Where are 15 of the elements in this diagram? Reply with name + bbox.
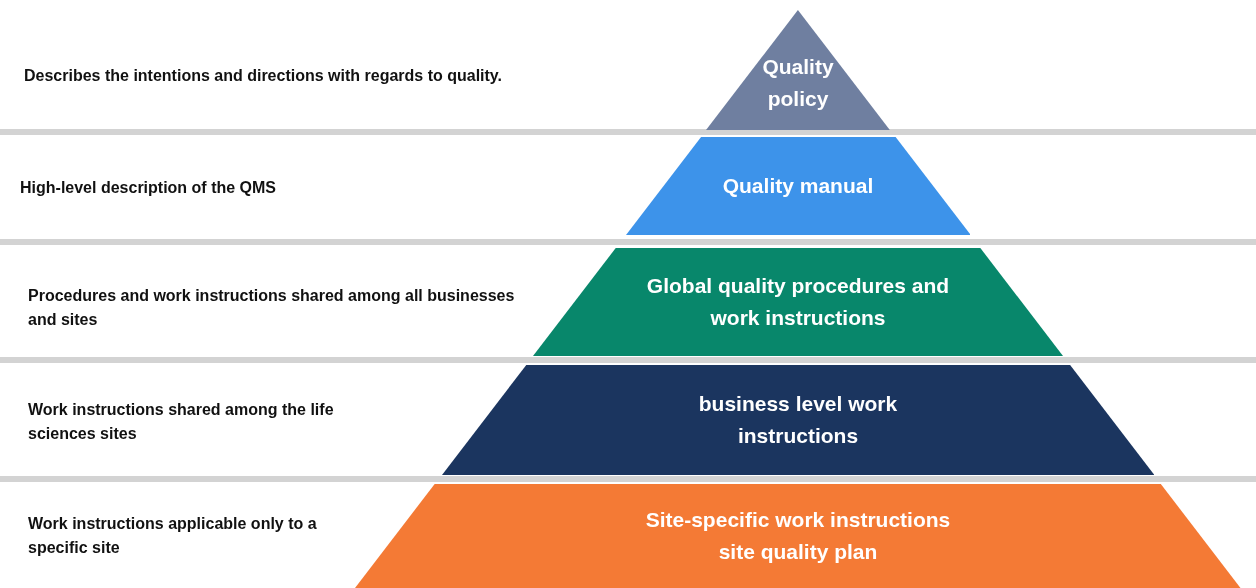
description-text: Work instructions shared among the life sciences sites	[28, 400, 335, 444]
pyramid-layer	[706, 10, 890, 130]
pyramid-layer	[625, 137, 971, 235]
layer-label: business level work instructions	[697, 391, 899, 449]
description-text: Describes the intentions and directions with regards to quality.	[24, 66, 503, 86]
pyramid-layer	[441, 365, 1155, 475]
pyramid-layer	[532, 248, 1063, 356]
description-text: High-level description of the QMS	[20, 178, 278, 198]
pyramid-layer	[355, 484, 1241, 588]
description-text: Procedures and work instructions shared among all businesses and sites	[28, 286, 516, 330]
layer-label: Quality manual	[721, 173, 875, 199]
layer-label: Quality policy	[761, 54, 835, 112]
layer-label: Site-specific work instructions site quality plan	[644, 507, 952, 565]
layer-label: Global quality procedures and work instructions	[645, 273, 951, 331]
description-text: Work instructions applicable only to a specific site	[28, 514, 318, 558]
